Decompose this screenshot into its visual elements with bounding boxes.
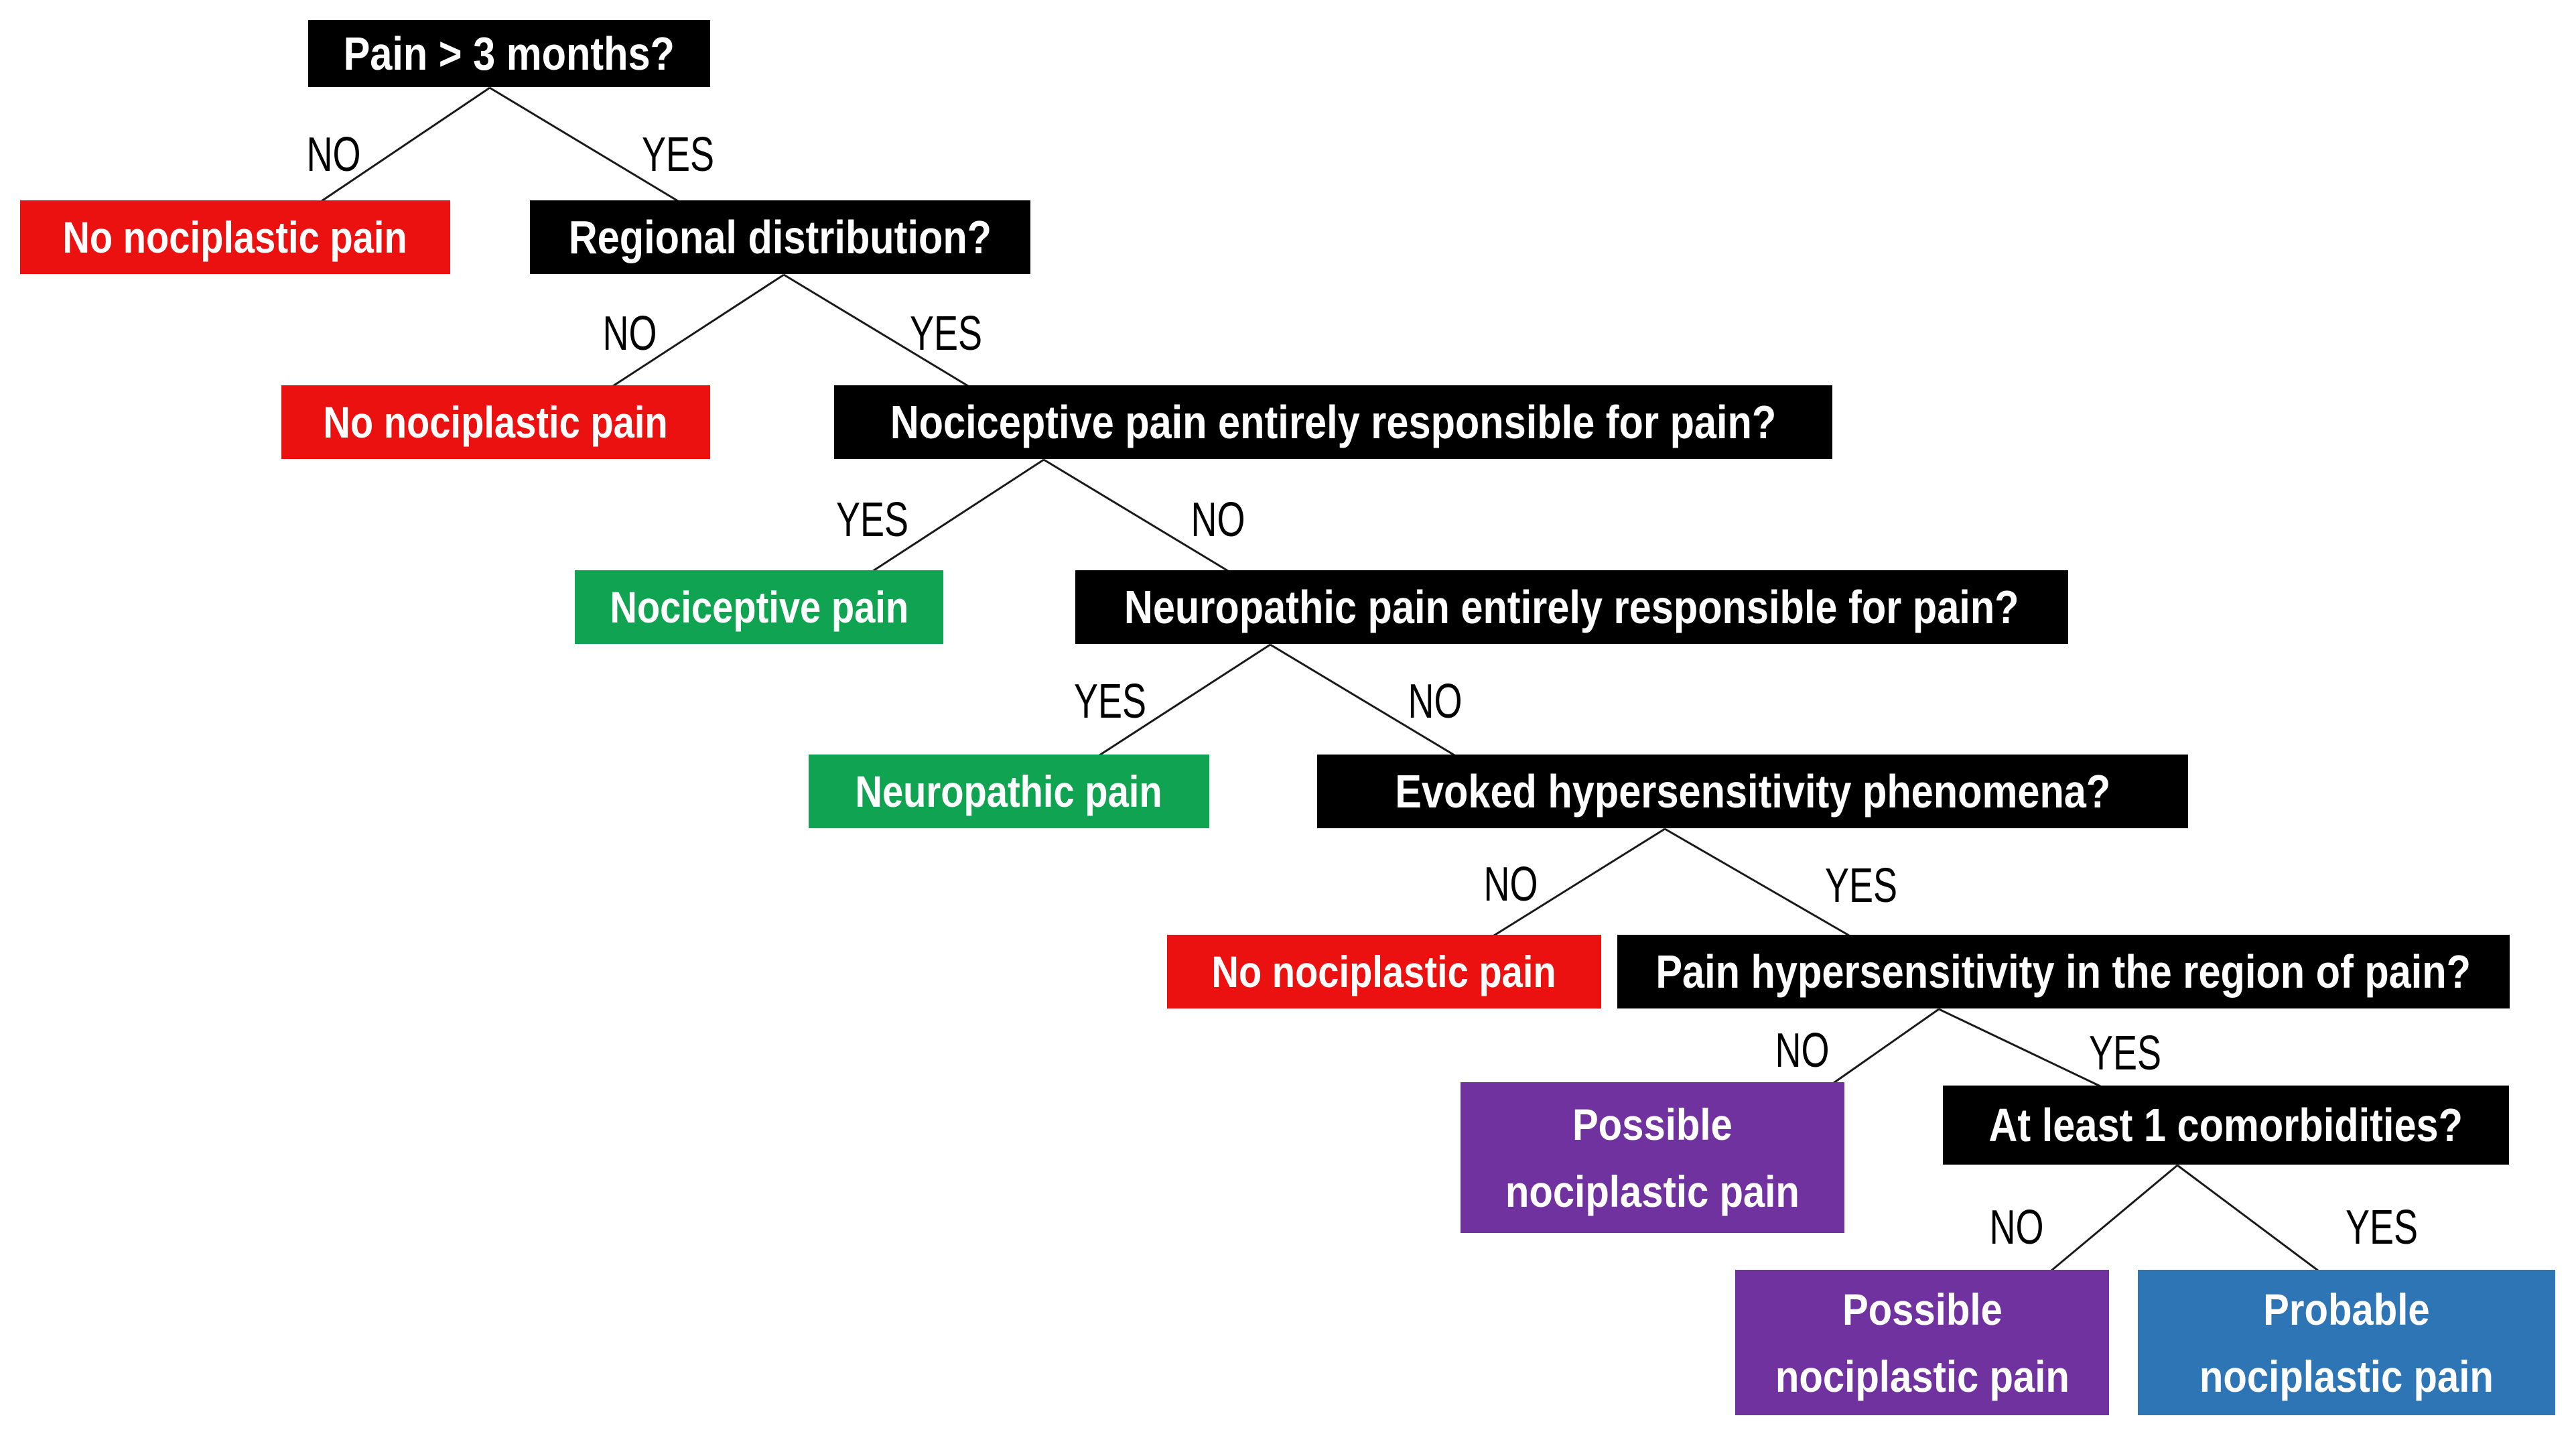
question-neuropathic-pain-label: Neuropathic pain entirely responsible fo… (1124, 581, 2019, 633)
outcome-no-nociplastic-pain-1-label: No nociplastic pain (62, 212, 408, 262)
outcome-nociceptive-pain-label: Nociceptive pain (610, 582, 908, 632)
outcome-no-nociplastic-pain-3-label: No nociplastic pain (1211, 947, 1557, 996)
connector-line (1043, 458, 1229, 572)
question-nociceptive-pain: Nociceptive pain entirely responsible fo… (834, 385, 1832, 459)
outcome-no-nociplastic-pain-2: No nociplastic pain (281, 385, 710, 459)
branch-label-no-4: NO (1408, 675, 1463, 728)
outcome-no-nociplastic-pain-2-label: No nociplastic pain (323, 397, 669, 447)
connector-line (321, 86, 490, 202)
outcome-possible-nociplastic-pain-1: Possible nociplastic pain (1461, 1082, 1844, 1233)
branch-label-yes-3: YES (835, 493, 909, 547)
branch-label-no-5: NO (1483, 858, 1538, 911)
branch-label-no-2: NO (602, 307, 657, 361)
outcome-no-nociplastic-pain-3: No nociplastic pain (1167, 935, 1601, 1008)
branch-label-no-7: NO (1989, 1201, 2044, 1254)
question-pain-hypersensitivity-region-label: Pain hypersensitivity in the region of p… (1655, 945, 2471, 998)
connector-line (2177, 1164, 2319, 1272)
branch-label-yes-2: YES (909, 307, 983, 361)
outcome-line: Probable (2263, 1284, 2430, 1334)
outcome-neuropathic-pain-label: Neuropathic pain (855, 767, 1163, 816)
connector-line (783, 273, 969, 387)
branch-label-no-6: NO (1775, 1024, 1830, 1078)
outcome-possible-nociplastic-pain-2: Possible nociplastic pain (1735, 1270, 2109, 1415)
question-regional-distribution: Regional distribution? (530, 200, 1030, 274)
outcome-neuropathic-pain: Neuropathic pain (809, 755, 1209, 828)
question-evoked-hypersensitivity: Evoked hypersensitivity phenomena? (1317, 755, 2188, 828)
branch-label-yes-4: YES (1073, 675, 1147, 728)
question-neuropathic-pain: Neuropathic pain entirely responsible fo… (1075, 570, 2068, 644)
connector-line (1833, 1008, 1940, 1084)
outcome-probable-nociplastic-pain-label: Probable nociplastic pain (2199, 1276, 2494, 1410)
branch-label-yes-6: YES (2088, 1027, 2162, 1080)
connector-line (1270, 643, 1455, 757)
connector-line (1493, 828, 1666, 937)
outcome-probable-nociplastic-pain: Probable nociplastic pain (2138, 1270, 2555, 1415)
question-nociceptive-pain-label: Nociceptive pain entirely responsible fo… (890, 396, 1777, 448)
question-comorbidities-label: At least 1 comorbidities? (1988, 1099, 2463, 1151)
outcome-line: Possible (1572, 1099, 1733, 1149)
branch-label-yes-7: YES (2345, 1201, 2419, 1254)
question-pain-duration-label: Pain > 3 months? (343, 27, 675, 80)
question-comorbidities: At least 1 comorbidities? (1943, 1086, 2509, 1165)
outcome-line: nociplastic pain (1505, 1166, 1800, 1216)
branch-label-no-1: NO (306, 128, 361, 182)
outcome-line: Possible (1842, 1284, 2003, 1334)
connector-line (612, 273, 785, 387)
question-evoked-hypersensitivity-label: Evoked hypersensitivity phenomena? (1394, 765, 2110, 818)
question-pain-hypersensitivity-region: Pain hypersensitivity in the region of p… (1617, 935, 2510, 1008)
question-pain-duration: Pain > 3 months? (308, 20, 710, 87)
connector-line (2051, 1164, 2178, 1272)
connector-line (872, 458, 1044, 572)
connector-line (1938, 1008, 2101, 1088)
outcome-possible-nociplastic-pain-1-label: Possible nociplastic pain (1505, 1091, 1800, 1225)
outcome-no-nociplastic-pain-1: No nociplastic pain (20, 200, 450, 274)
branch-label-yes-1: YES (641, 128, 715, 182)
outcome-line: nociplastic pain (1775, 1351, 2070, 1401)
outcome-line: nociplastic pain (2199, 1351, 2494, 1401)
outcome-possible-nociplastic-pain-2-label: Possible nociplastic pain (1775, 1276, 2070, 1410)
outcome-nociceptive-pain: Nociceptive pain (575, 570, 943, 644)
connector-line (1664, 828, 1850, 937)
connector-line (489, 86, 679, 202)
branch-label-no-3: NO (1191, 493, 1245, 547)
branch-label-yes-5: YES (1824, 859, 1898, 913)
question-regional-distribution-label: Regional distribution? (568, 211, 992, 263)
connector-line (1099, 643, 1271, 757)
